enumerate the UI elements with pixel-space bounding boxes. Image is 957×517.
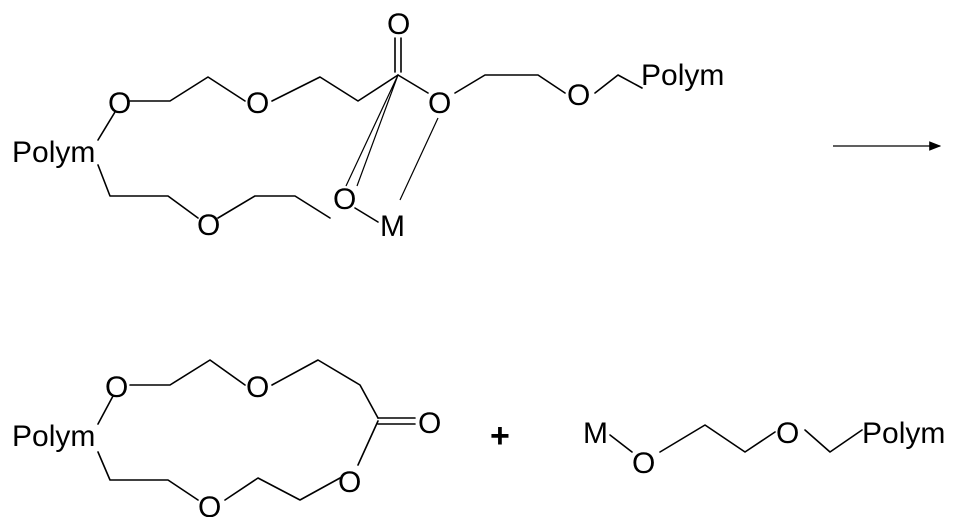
lactone-oxygen-1: O — [105, 371, 128, 404]
reactant-lower-chain-bonds — [97, 164, 331, 219]
lactone-carbonyl-oxygen: O — [418, 407, 441, 440]
reactant-oxygen-1: O — [108, 87, 131, 120]
reactant-oxygen-chain: O — [567, 79, 590, 112]
alkoxide-metal: M — [583, 417, 608, 450]
reactant-alkoxide-oxygen: O — [333, 183, 356, 216]
reactant-oxygen-2: O — [246, 87, 269, 120]
reactant-polym-left: Polym — [12, 136, 95, 169]
reactant-carbonyl-double-bond — [394, 37, 402, 73]
lactone-ring-oxygen: O — [338, 466, 361, 499]
lactone-ring-closure-bonds — [97, 420, 379, 501]
reactant-upper-chain-bonds — [97, 74, 399, 141]
lactone-upper-chain-bonds — [97, 359, 379, 425]
product-metal-alkoxide: M O O Polym — [583, 417, 945, 480]
alkoxide-oxygen-1: O — [632, 447, 655, 480]
reactant-ester-chain-bonds — [397, 74, 643, 94]
alkoxide-oxygen-2: O — [776, 417, 799, 450]
plus-sign: + — [490, 417, 510, 455]
product-macrolactone: O O O Polym O O — [12, 359, 441, 517]
reactant-complex: O O O O O Polym Polym O O M — [12, 8, 724, 243]
reactant-oxygen-metal-bond — [354, 207, 379, 223]
lactone-oxygen-3: O — [198, 491, 221, 517]
alkoxide-bonds — [609, 424, 863, 453]
lactone-oxygen-2: O — [246, 371, 269, 404]
reactant-metal: M — [380, 210, 405, 243]
lactone-polym: Polym — [12, 420, 95, 453]
lactone-carbonyl-double-bond — [377, 417, 416, 425]
reactant-dashed-transition-bonds — [345, 74, 439, 201]
reactant-polym-right: Polym — [641, 59, 724, 92]
reactant-carbonyl-oxygen: O — [387, 8, 410, 41]
reactant-ester-oxygen: O — [428, 87, 451, 120]
alkoxide-polym: Polym — [862, 417, 945, 450]
reactant-oxygen-3: O — [197, 209, 220, 242]
